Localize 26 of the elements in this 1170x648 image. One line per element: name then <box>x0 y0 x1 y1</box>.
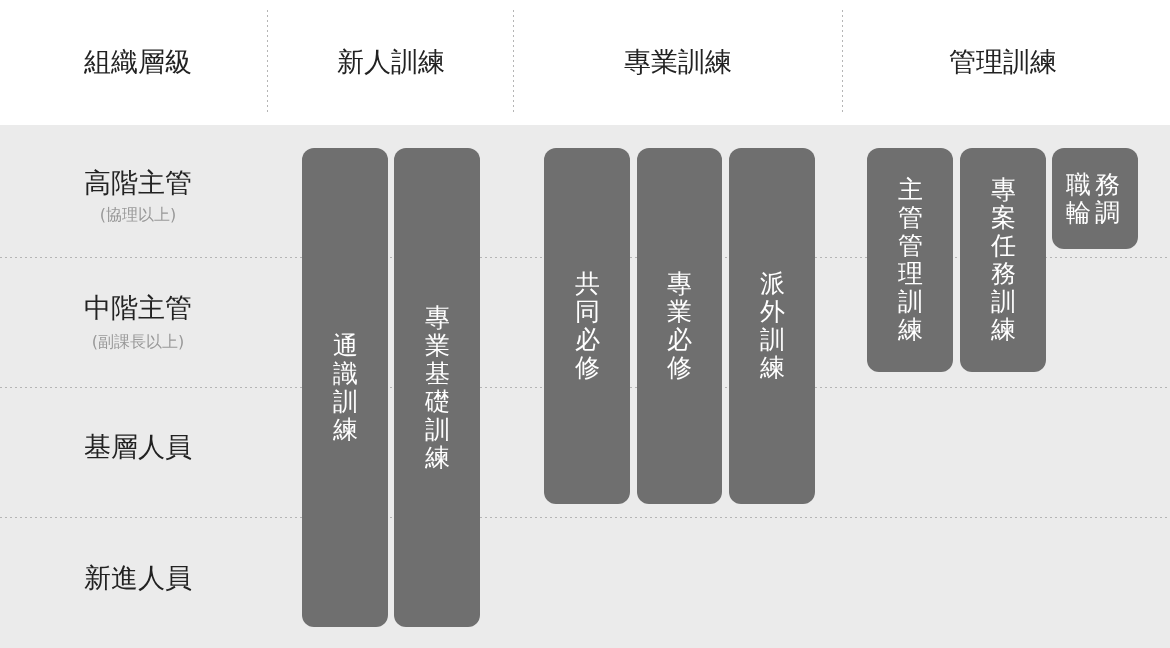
training-bar <box>637 148 722 504</box>
bar-label: 共同必修 <box>573 270 601 382</box>
row-header: 高階主管 <box>84 166 192 200</box>
bar-label: 專業基礎訓練 <box>423 303 451 472</box>
training-bar <box>867 148 953 372</box>
training-bar <box>1052 148 1138 249</box>
row-header: 新進人員 <box>84 561 192 595</box>
training-bar <box>729 148 815 504</box>
row-header: 基層人員 <box>84 430 192 464</box>
row-note: (協理以上) <box>99 205 177 225</box>
bar-label: 專業必修 <box>666 270 693 382</box>
row-header: 中階主管 <box>84 291 192 325</box>
bar-label: 職務輪調 <box>1065 170 1125 227</box>
training-bar <box>302 148 388 627</box>
bar-label: 專案任務訓練 <box>989 176 1017 344</box>
column-header: 管理訓練 <box>949 45 1057 79</box>
training-bar <box>394 148 480 627</box>
bar-label: 主管管理訓練 <box>896 176 924 344</box>
training-bar <box>544 148 630 504</box>
row-note: (副課長以上) <box>91 332 185 352</box>
bar-label: 派外訓練 <box>758 270 786 382</box>
bar-label: 通識訓練 <box>331 331 359 444</box>
column-header: 新人訓練 <box>337 45 445 79</box>
column-header: 專業訓練 <box>624 45 732 79</box>
training-bar <box>960 148 1046 372</box>
column-header: 組織層級 <box>84 45 192 79</box>
